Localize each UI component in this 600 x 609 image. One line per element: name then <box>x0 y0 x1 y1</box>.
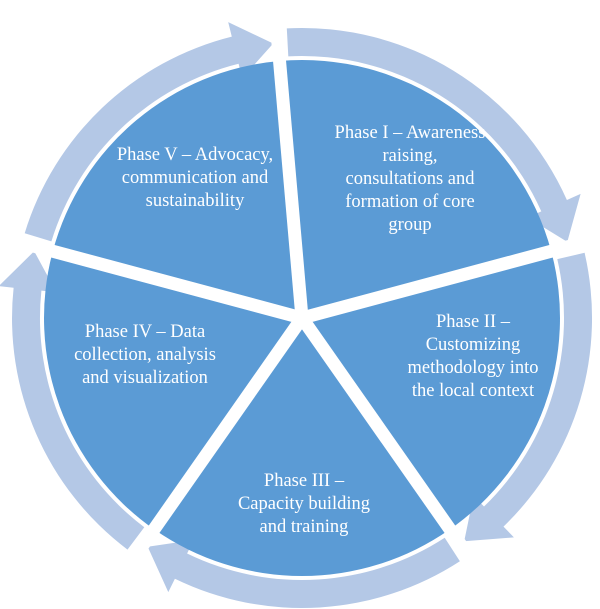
phase-ii-label: Phase II – Customizing methodology into the… <box>407 312 538 401</box>
phase-iii-label-line: and training <box>260 517 349 537</box>
phase-iv-label-line: collection, analysis <box>74 345 216 365</box>
cycle-arrow-iv <box>0 251 145 550</box>
phase-i-label-line: formation of core <box>345 192 474 212</box>
segment-phase-v <box>52 61 302 318</box>
separator-5 <box>16 235 304 325</box>
cycle-arrow-ii <box>464 252 593 542</box>
cycle-arrow-iii <box>147 537 460 609</box>
phase-iv-label-line: and visualization <box>82 368 208 388</box>
phase-v-label: Phase V – Advocacy, communication and sust… <box>117 145 273 211</box>
pie-segments <box>44 60 560 576</box>
phase-iv-label: Phase IV – Data collection, analysis and v… <box>74 322 216 388</box>
phase-v-label-line: communication and <box>122 168 269 188</box>
phase-ii-label-line: Phase II – <box>436 312 511 332</box>
separator-2 <box>300 235 588 325</box>
separators <box>16 24 588 563</box>
phase-iii-label-line: Capacity building <box>238 494 370 514</box>
phase-iii-label: Phase III – Capacity building and training <box>238 471 370 537</box>
phase-v-label-line: sustainability <box>146 191 245 211</box>
phase-i-label-line: Phase I – Awareness <box>335 123 486 143</box>
segment-phase-iii <box>154 318 450 576</box>
separator-1 <box>269 24 309 319</box>
ring-arrows <box>0 22 593 609</box>
segment-phase-i <box>279 60 552 319</box>
separator-4 <box>128 314 308 563</box>
cycle-arrow-i <box>286 28 581 242</box>
phase-i-label-line: raising, <box>383 146 438 166</box>
segment-phase-ii <box>302 251 560 530</box>
phase-ii-label-line: Customizing <box>426 335 521 355</box>
phase-i-label: Phase I – Awareness raising, consultations… <box>335 123 486 235</box>
segment-phase-iv <box>44 251 302 530</box>
phase-i-label-line: group <box>388 215 431 235</box>
phase-ii-label-line: the local context <box>412 381 535 401</box>
phase-iii-label-line: Phase III – <box>264 471 345 491</box>
separator-3 <box>296 314 476 563</box>
phase-v-label-line: Phase V – Advocacy, <box>117 145 273 165</box>
phase-i-label-line: consultations and <box>346 169 476 189</box>
phase-labels: Phase I – Awareness raising, consultations… <box>74 123 538 537</box>
phase-iv-label-line: Phase IV – Data <box>85 322 205 342</box>
cycle-arrow-v <box>24 22 274 242</box>
phase-ii-label-line: methodology into <box>407 358 538 378</box>
